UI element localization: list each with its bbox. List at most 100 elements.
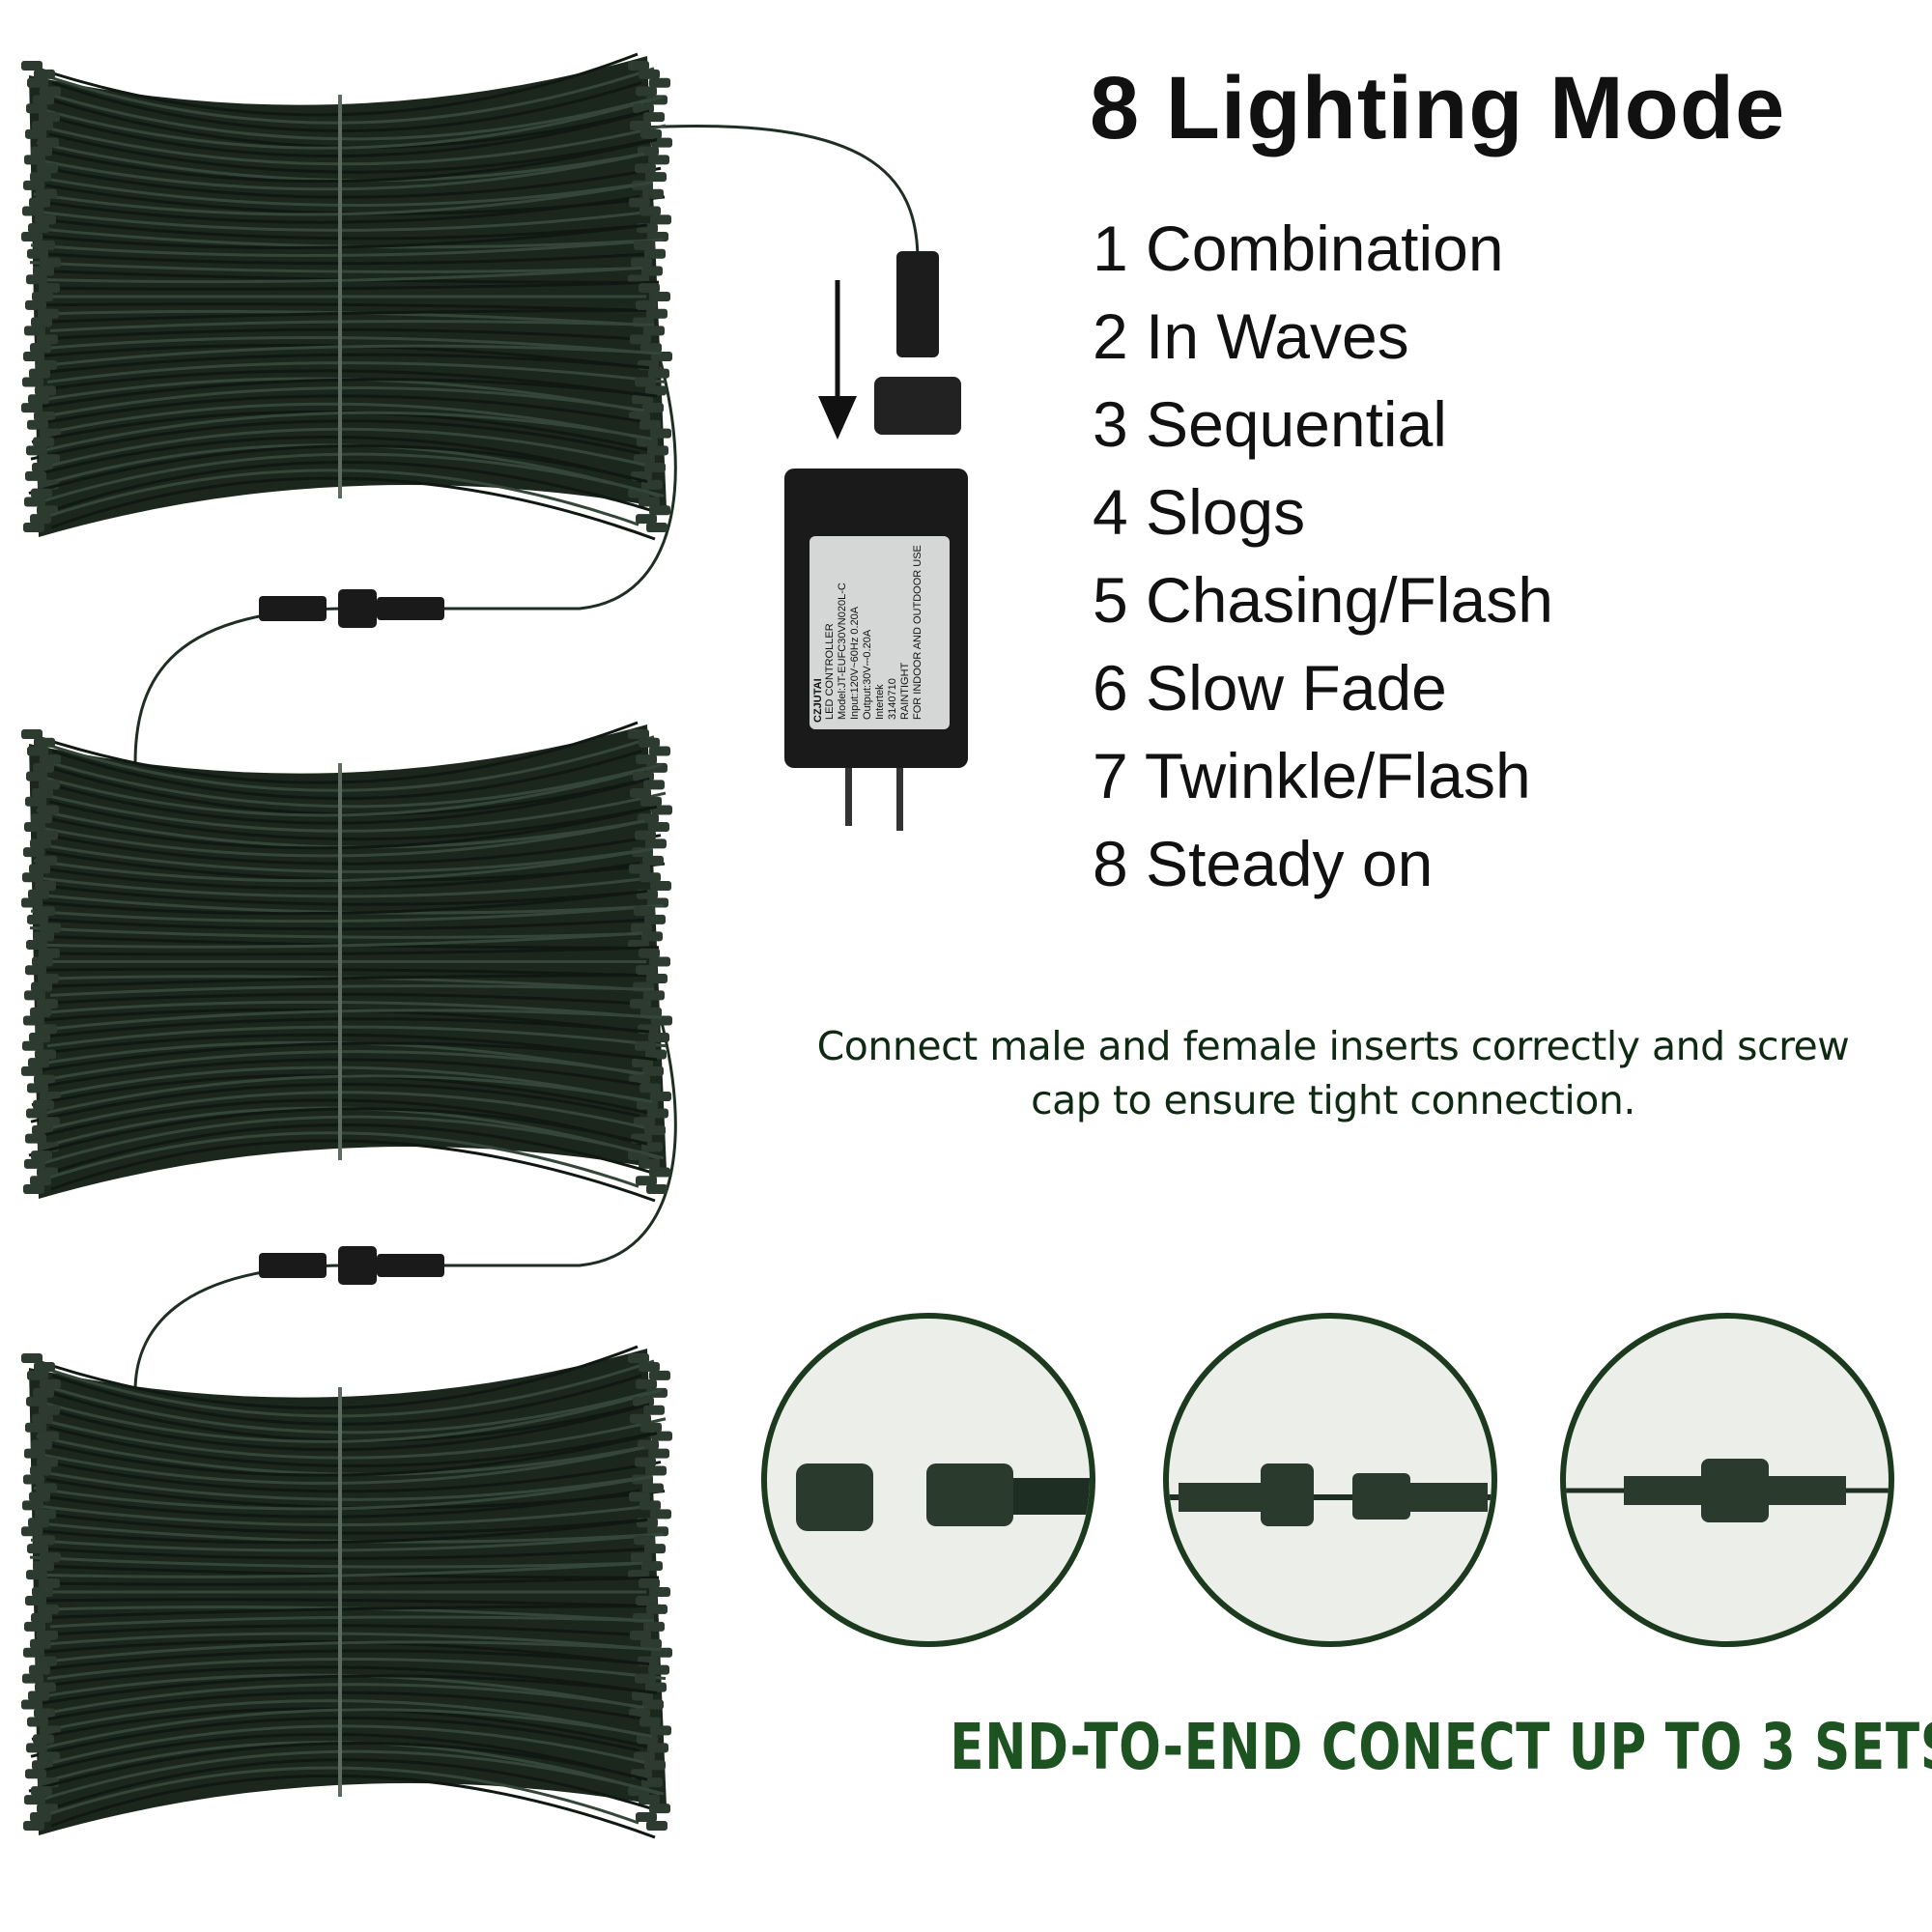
wire-strand	[39, 967, 664, 978]
led-bulb	[37, 1167, 58, 1178]
wire-strand	[47, 1432, 658, 1477]
led-bulb	[29, 197, 50, 208]
led-bulb	[23, 351, 44, 361]
led-bulb	[628, 729, 649, 739]
led-bulb	[28, 1518, 49, 1528]
led-bulb	[650, 1092, 671, 1102]
adapter-prong	[896, 768, 903, 831]
led-bulb	[26, 771, 47, 781]
wire-strand	[40, 735, 655, 792]
led-bulb	[629, 864, 650, 874]
led-bulb	[31, 813, 52, 824]
led-bulb	[32, 120, 53, 130]
inline-connector	[259, 1253, 327, 1278]
led-bulb	[630, 1630, 651, 1640]
led-bulb	[639, 948, 660, 958]
led-bulb	[34, 906, 55, 917]
wire-strand	[40, 1749, 665, 1802]
wire-strand	[47, 1640, 663, 1663]
led-bulb	[34, 411, 55, 421]
wire-strand	[42, 1547, 652, 1560]
led-bulb	[648, 155, 669, 165]
wire-strand	[28, 1345, 639, 1410]
led-bulb	[629, 411, 650, 421]
wire-strand	[49, 1403, 650, 1452]
wire-strand	[30, 903, 665, 923]
led-bulb	[27, 1717, 48, 1727]
led-bulb	[27, 248, 48, 259]
connector-step-separated	[761, 1313, 1095, 1647]
wire-strand	[29, 926, 639, 939]
wire-strand	[42, 1091, 657, 1132]
wire-strand	[43, 1074, 653, 1115]
led-bulb	[27, 914, 48, 924]
led-bulb	[22, 872, 43, 883]
led-bulb	[25, 965, 46, 976]
led-bulb	[21, 729, 43, 739]
led-bulb	[644, 248, 666, 259]
led-bulb	[641, 1561, 663, 1572]
led-bulb	[35, 214, 56, 225]
adapter-brand: CZJUTAI	[812, 678, 824, 723]
led-bulb	[28, 889, 49, 899]
led-bulb	[25, 796, 46, 807]
led-bulb	[36, 1656, 57, 1666]
led-bulb	[39, 283, 60, 294]
led-bulb	[640, 796, 662, 807]
led-bulb	[35, 881, 56, 891]
led-bulb	[649, 505, 670, 516]
led-bulb	[35, 1682, 56, 1692]
led-bulb	[645, 385, 667, 396]
wire-strand	[39, 302, 664, 313]
led-bulb	[650, 428, 671, 439]
mode-item: 8 Steady on	[1093, 828, 1434, 899]
led-bulb	[646, 762, 668, 773]
led-bulb	[23, 523, 44, 532]
led-bulb	[28, 223, 49, 234]
mode-item: 6 Slow Fade	[1093, 652, 1447, 724]
led-bulb	[629, 1708, 650, 1719]
led-bulb	[34, 1361, 55, 1372]
led-bulb	[637, 1099, 658, 1110]
led-bulb	[39, 1117, 60, 1127]
led-bulb	[21, 232, 43, 242]
wire-strand	[47, 1009, 663, 1031]
led-bulb	[640, 1638, 662, 1649]
led-bulb	[22, 377, 43, 387]
led-bulb	[38, 1431, 59, 1441]
led-bulb	[634, 906, 655, 917]
led-bulb	[35, 1509, 56, 1520]
led-bulb	[630, 334, 651, 345]
led-bulb	[27, 1370, 48, 1380]
led-bulb	[37, 1630, 58, 1640]
wire-strand	[28, 1561, 643, 1578]
led-bulb	[27, 77, 48, 88]
led-bulb	[644, 1760, 666, 1771]
led-bulb	[29, 1664, 50, 1675]
led-bulb	[634, 1117, 655, 1127]
wire-strand	[51, 461, 652, 512]
led-bulb	[23, 1474, 44, 1485]
wire-strand	[49, 109, 650, 157]
wire-strand	[43, 402, 649, 441]
cable	[641, 124, 920, 262]
led-bulb	[35, 385, 56, 396]
wire-strand	[49, 777, 650, 825]
led-bulb	[34, 240, 55, 250]
led-bulb	[34, 1074, 55, 1085]
led-bulb	[30, 514, 51, 525]
led-bulb	[35, 1049, 56, 1060]
led-bulb	[643, 780, 665, 790]
led-bulb	[630, 120, 651, 130]
wire-strand	[48, 1632, 659, 1652]
led-bulb	[24, 155, 45, 165]
led-bulb	[39, 1578, 60, 1589]
wire-strand	[40, 452, 665, 503]
led-bulb	[649, 956, 670, 967]
led-bulb	[642, 1699, 664, 1710]
led-bulb	[37, 830, 58, 840]
mode-item: 4 Slogs	[1093, 476, 1306, 548]
wire-strand	[46, 1461, 662, 1493]
led-bulb	[27, 419, 48, 430]
